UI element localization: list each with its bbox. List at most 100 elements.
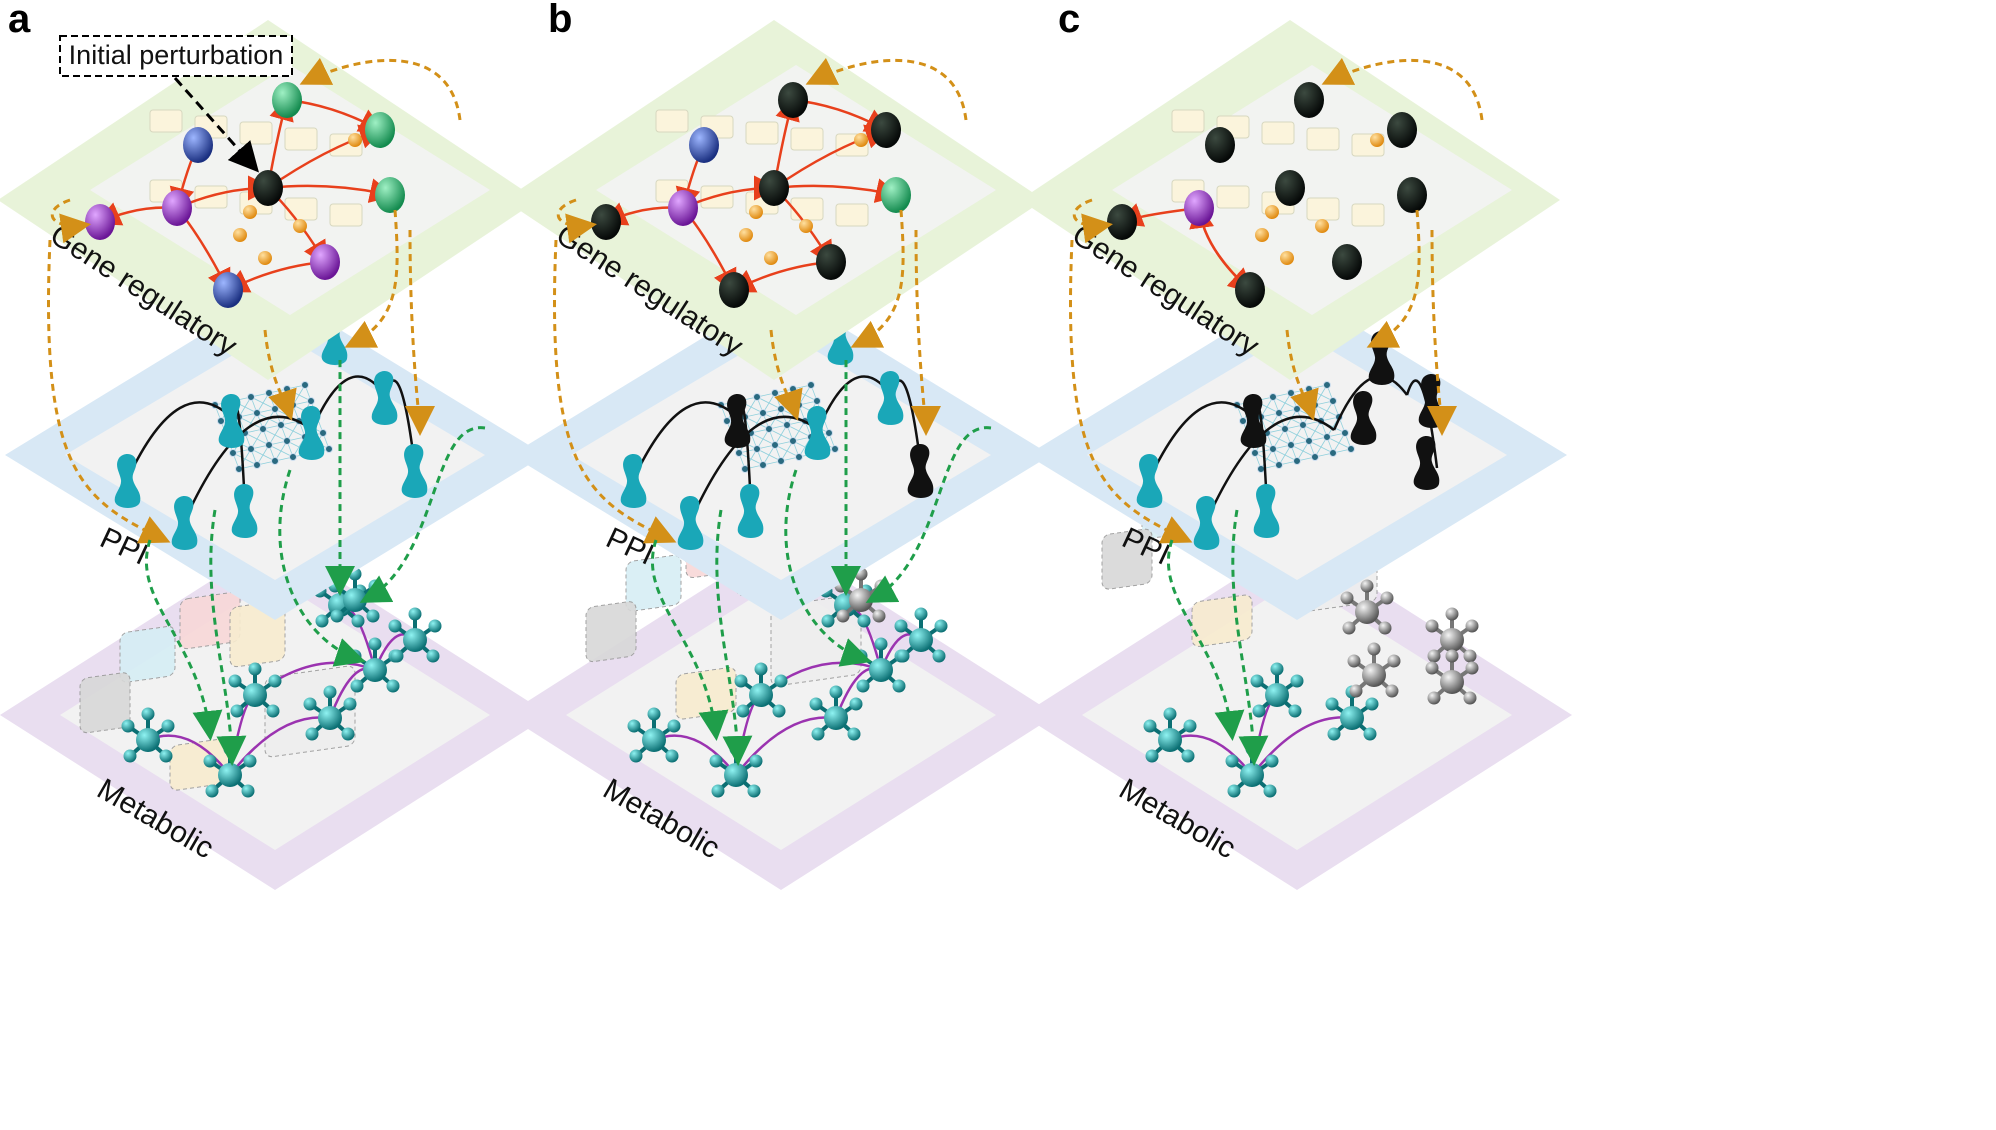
protein-interaction: [1148, 401, 1255, 479]
ppi-small-node: [259, 425, 267, 433]
gene-ppi-link: [50, 198, 91, 244]
gene-ppi-link: [1072, 198, 1113, 244]
gene-node-purple: [85, 204, 115, 240]
small-molecule-ball: [243, 205, 257, 219]
small-molecule-ball: [1280, 251, 1294, 265]
ppi-small-node: [777, 405, 785, 413]
ppi-small-node: [753, 445, 761, 453]
ppi-small-node: [1287, 441, 1295, 449]
ppi-small-node: [283, 385, 291, 393]
ppi-small-node: [807, 381, 815, 389]
gene-annotation-box: [745, 121, 779, 145]
ppi-small-node: [283, 437, 291, 445]
gene-ppi-link: [344, 209, 399, 348]
metabolite: [1143, 707, 1197, 763]
ppi-metabolic-link: [209, 509, 247, 766]
ppi-metabolic-link: [1166, 539, 1245, 741]
gene-ppi-link: [299, 57, 462, 121]
gene-node-blue: [719, 272, 749, 308]
ppi-small-node: [1329, 397, 1337, 405]
ppi-small-node: [783, 421, 791, 429]
gene-node-blue: [183, 127, 213, 163]
gene-ppi-link: [910, 229, 941, 436]
gene-annotation-box: [790, 127, 824, 151]
metabolite: [228, 662, 282, 718]
ppi-small-node: [1311, 453, 1319, 461]
gene-annotation-box: [835, 203, 869, 227]
gene-node-blue: [689, 127, 719, 163]
ppi-small-node: [307, 397, 315, 405]
gene-node-green: [1387, 112, 1417, 148]
small-molecule-ball: [799, 219, 813, 233]
metabolite: [627, 707, 681, 763]
ppi-metabolic-link: [784, 469, 872, 667]
metabolite-failed: [1340, 579, 1394, 635]
gene-node-green: [881, 177, 911, 213]
small-molecule-ball: [258, 251, 272, 265]
ppi-small-node: [1329, 449, 1337, 457]
ppi-small-node: [1281, 425, 1289, 433]
ppi-metabolic-link: [865, 426, 992, 603]
ppi-small-node: [265, 389, 273, 397]
small-molecule-ball: [1255, 228, 1269, 242]
gene-ppi-link: [552, 239, 677, 544]
ppi-small-node: [1347, 445, 1355, 453]
gene-node-green: [365, 112, 395, 148]
ppi-small-node: [289, 401, 297, 409]
small-molecule-ball: [749, 205, 763, 219]
ppi-small-node: [759, 461, 767, 469]
gene-node-purple: [668, 190, 698, 226]
gene-ppi-link: [263, 329, 297, 421]
gene-annotation-box: [1171, 109, 1205, 133]
ppi-small-node: [771, 441, 779, 449]
ppi-small-node: [1305, 437, 1313, 445]
gene-annotation-box: [239, 121, 273, 145]
ppi-small-node: [253, 461, 261, 469]
ppi-small-node: [741, 465, 749, 473]
ppi-small-node: [235, 465, 243, 473]
protein-interaction: [183, 415, 313, 521]
protein-interaction: [632, 401, 739, 479]
gene-node-purple: [591, 204, 621, 240]
gene-node-purple: [1107, 204, 1137, 240]
small-molecule-ball: [233, 228, 247, 242]
gene-annotation-box: [1306, 127, 1340, 151]
pathway-box: [585, 601, 637, 663]
initial-perturbation-callout: Initial perturbation: [59, 35, 293, 173]
gene-ppi-link: [556, 198, 597, 244]
metabolite: [1325, 685, 1379, 741]
gene-ppi-link: [404, 229, 435, 436]
ppi-small-node: [789, 385, 797, 393]
gene-ppi-link: [1366, 209, 1421, 348]
cross-layer-links: [552, 57, 992, 766]
ppi-metabolic-link: [278, 469, 366, 667]
small-molecule-ball: [764, 251, 778, 265]
gene-annotation-box: [1216, 185, 1250, 209]
gene-ppi-link: [1426, 229, 1457, 436]
gene-node-purple: [1332, 244, 1362, 280]
gene-annotation-box: [655, 109, 689, 133]
gene-annotation-box: [284, 197, 318, 221]
gene-annotation-box: [329, 203, 363, 227]
gene-node-green: [778, 82, 808, 118]
gene-node-green: [272, 82, 302, 118]
pathway-box: [1101, 528, 1153, 590]
callout-label: Initial perturbation: [69, 40, 284, 70]
ppi-small-node: [1251, 449, 1259, 457]
small-molecule-ball: [293, 219, 307, 233]
gene-annotation-box: [149, 109, 183, 133]
gene-annotation-box: [790, 197, 824, 221]
ppi-small-node: [777, 457, 785, 465]
panel-letter-a: a: [8, 0, 31, 41]
ppi-metabolic-link: [715, 509, 753, 766]
metabolite: [894, 607, 948, 663]
cross-layer-links: [46, 57, 486, 766]
pathway-box: [1191, 594, 1253, 647]
ppi-small-node: [723, 417, 731, 425]
ppi-small-node: [771, 389, 779, 397]
ppi-small-node: [277, 421, 285, 429]
ppi-metabolic-link: [1231, 509, 1269, 766]
